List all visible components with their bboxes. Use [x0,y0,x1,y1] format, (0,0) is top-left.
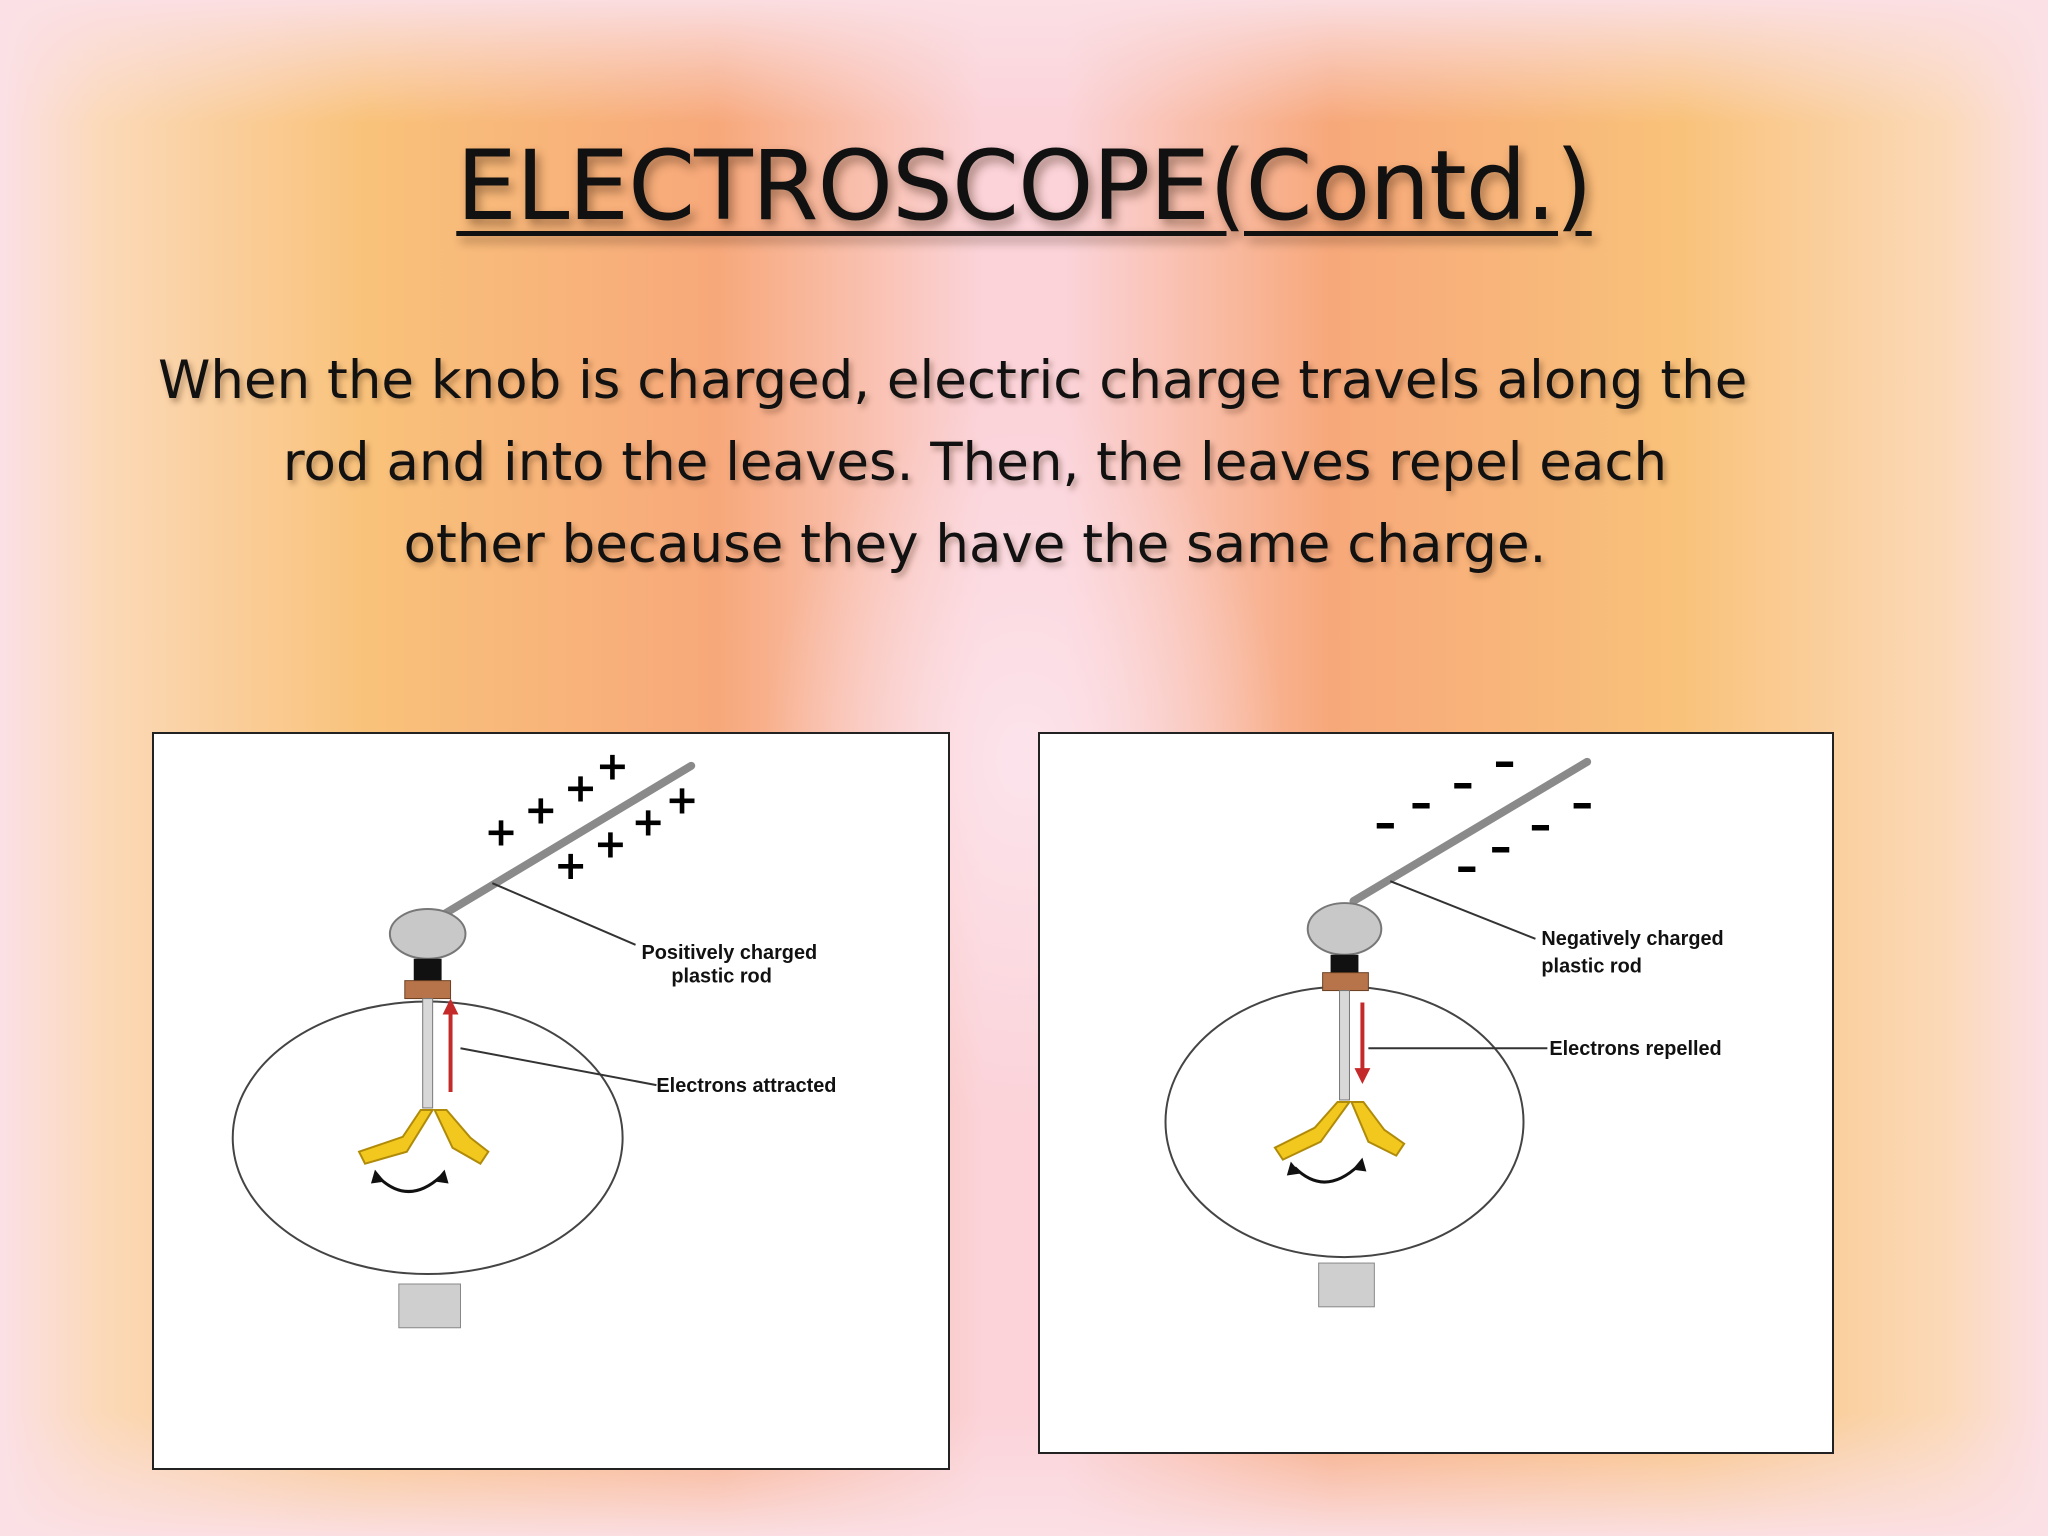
diagram-negative-rod: – – – – – – – – Negatively charged plast… [1038,732,1834,1454]
charge-sign: – [1529,799,1551,850]
rod-label-line2: plastic rod [1541,956,1642,978]
collar [404,980,452,1000]
body-line-3: other because they have the same charge. [403,514,1547,575]
charge-sign: + [594,821,627,867]
stopper [1330,954,1359,973]
charged-rod [1349,757,1592,906]
rod-label-line1: Positively charged [642,942,818,964]
positive-charges-top: + + + + [484,744,629,856]
electroscope-negative-svg: – – – – – – – – Negatively charged plast… [1164,736,1724,1308]
charge-sign: + [524,788,557,834]
charge-sign: – [1494,736,1516,787]
electroscope-knob [1306,902,1383,956]
charge-sign: – [1456,841,1478,892]
charge-sign: – [1490,821,1512,872]
charge-sign: + [632,799,665,845]
body-line-2: rod and into the leaves. Then, the leave… [282,432,1668,493]
rod-label-line1: Negatively charged [1541,928,1723,950]
charged-rod [433,761,696,922]
electroscope-knob [388,908,467,960]
electroscope-base [1318,1262,1375,1308]
charge-sign: + [564,766,597,812]
rod-label-pointer [491,882,636,946]
positive-charges-bottom: + + + + [554,778,699,890]
metal-stem [1339,990,1350,1101]
repel-arrowhead-right [434,1169,449,1184]
leaf-right [433,1108,490,1165]
charge-sign: + [484,809,517,855]
electroscope-positive-svg: + + + + + + + + Positively charged plast… [231,744,836,1329]
electron-label: Electrons attracted [656,1075,836,1097]
charge-sign: – [1571,778,1593,829]
rod-label-pointer [1389,880,1536,940]
electron-flow-arrowhead [1354,1068,1371,1085]
slide-title: ELECTROSCOPE(Contd.) [456,130,1592,242]
electron-label: Electrons repelled [1549,1038,1721,1060]
charge-sign: + [596,744,629,790]
charge-sign: + [665,778,698,824]
charge-sign: – [1410,778,1432,829]
repel-arrowhead-left [1286,1161,1301,1176]
slide-body-text: When the knob is charged, electric charg… [150,340,1800,586]
rod-label-line2: plastic rod [671,966,772,988]
collar [1322,972,1369,992]
charge-sign: + [554,843,587,889]
leaf-left [1273,1100,1352,1161]
electron-label-pointer [460,1047,657,1087]
stopper [413,958,442,981]
body-line-1: When the knob is charged, electric charg… [158,350,1748,411]
electron-flow-arrowhead [442,998,459,1015]
diagram-positive-rod: + + + + + + + + Positively charged plast… [152,732,950,1470]
negative-charges: – – – – – – – – [1374,736,1593,892]
leaf-left [357,1108,435,1165]
leaf-right [1349,1100,1406,1157]
repel-arrowhead-right [1352,1157,1367,1172]
metal-stem [422,998,434,1109]
repel-arrowhead-left [370,1169,385,1184]
charge-sign: – [1452,758,1474,809]
charge-sign: – [1374,797,1396,848]
repel-arc [1293,1164,1360,1184]
electroscope-base [398,1283,461,1329]
